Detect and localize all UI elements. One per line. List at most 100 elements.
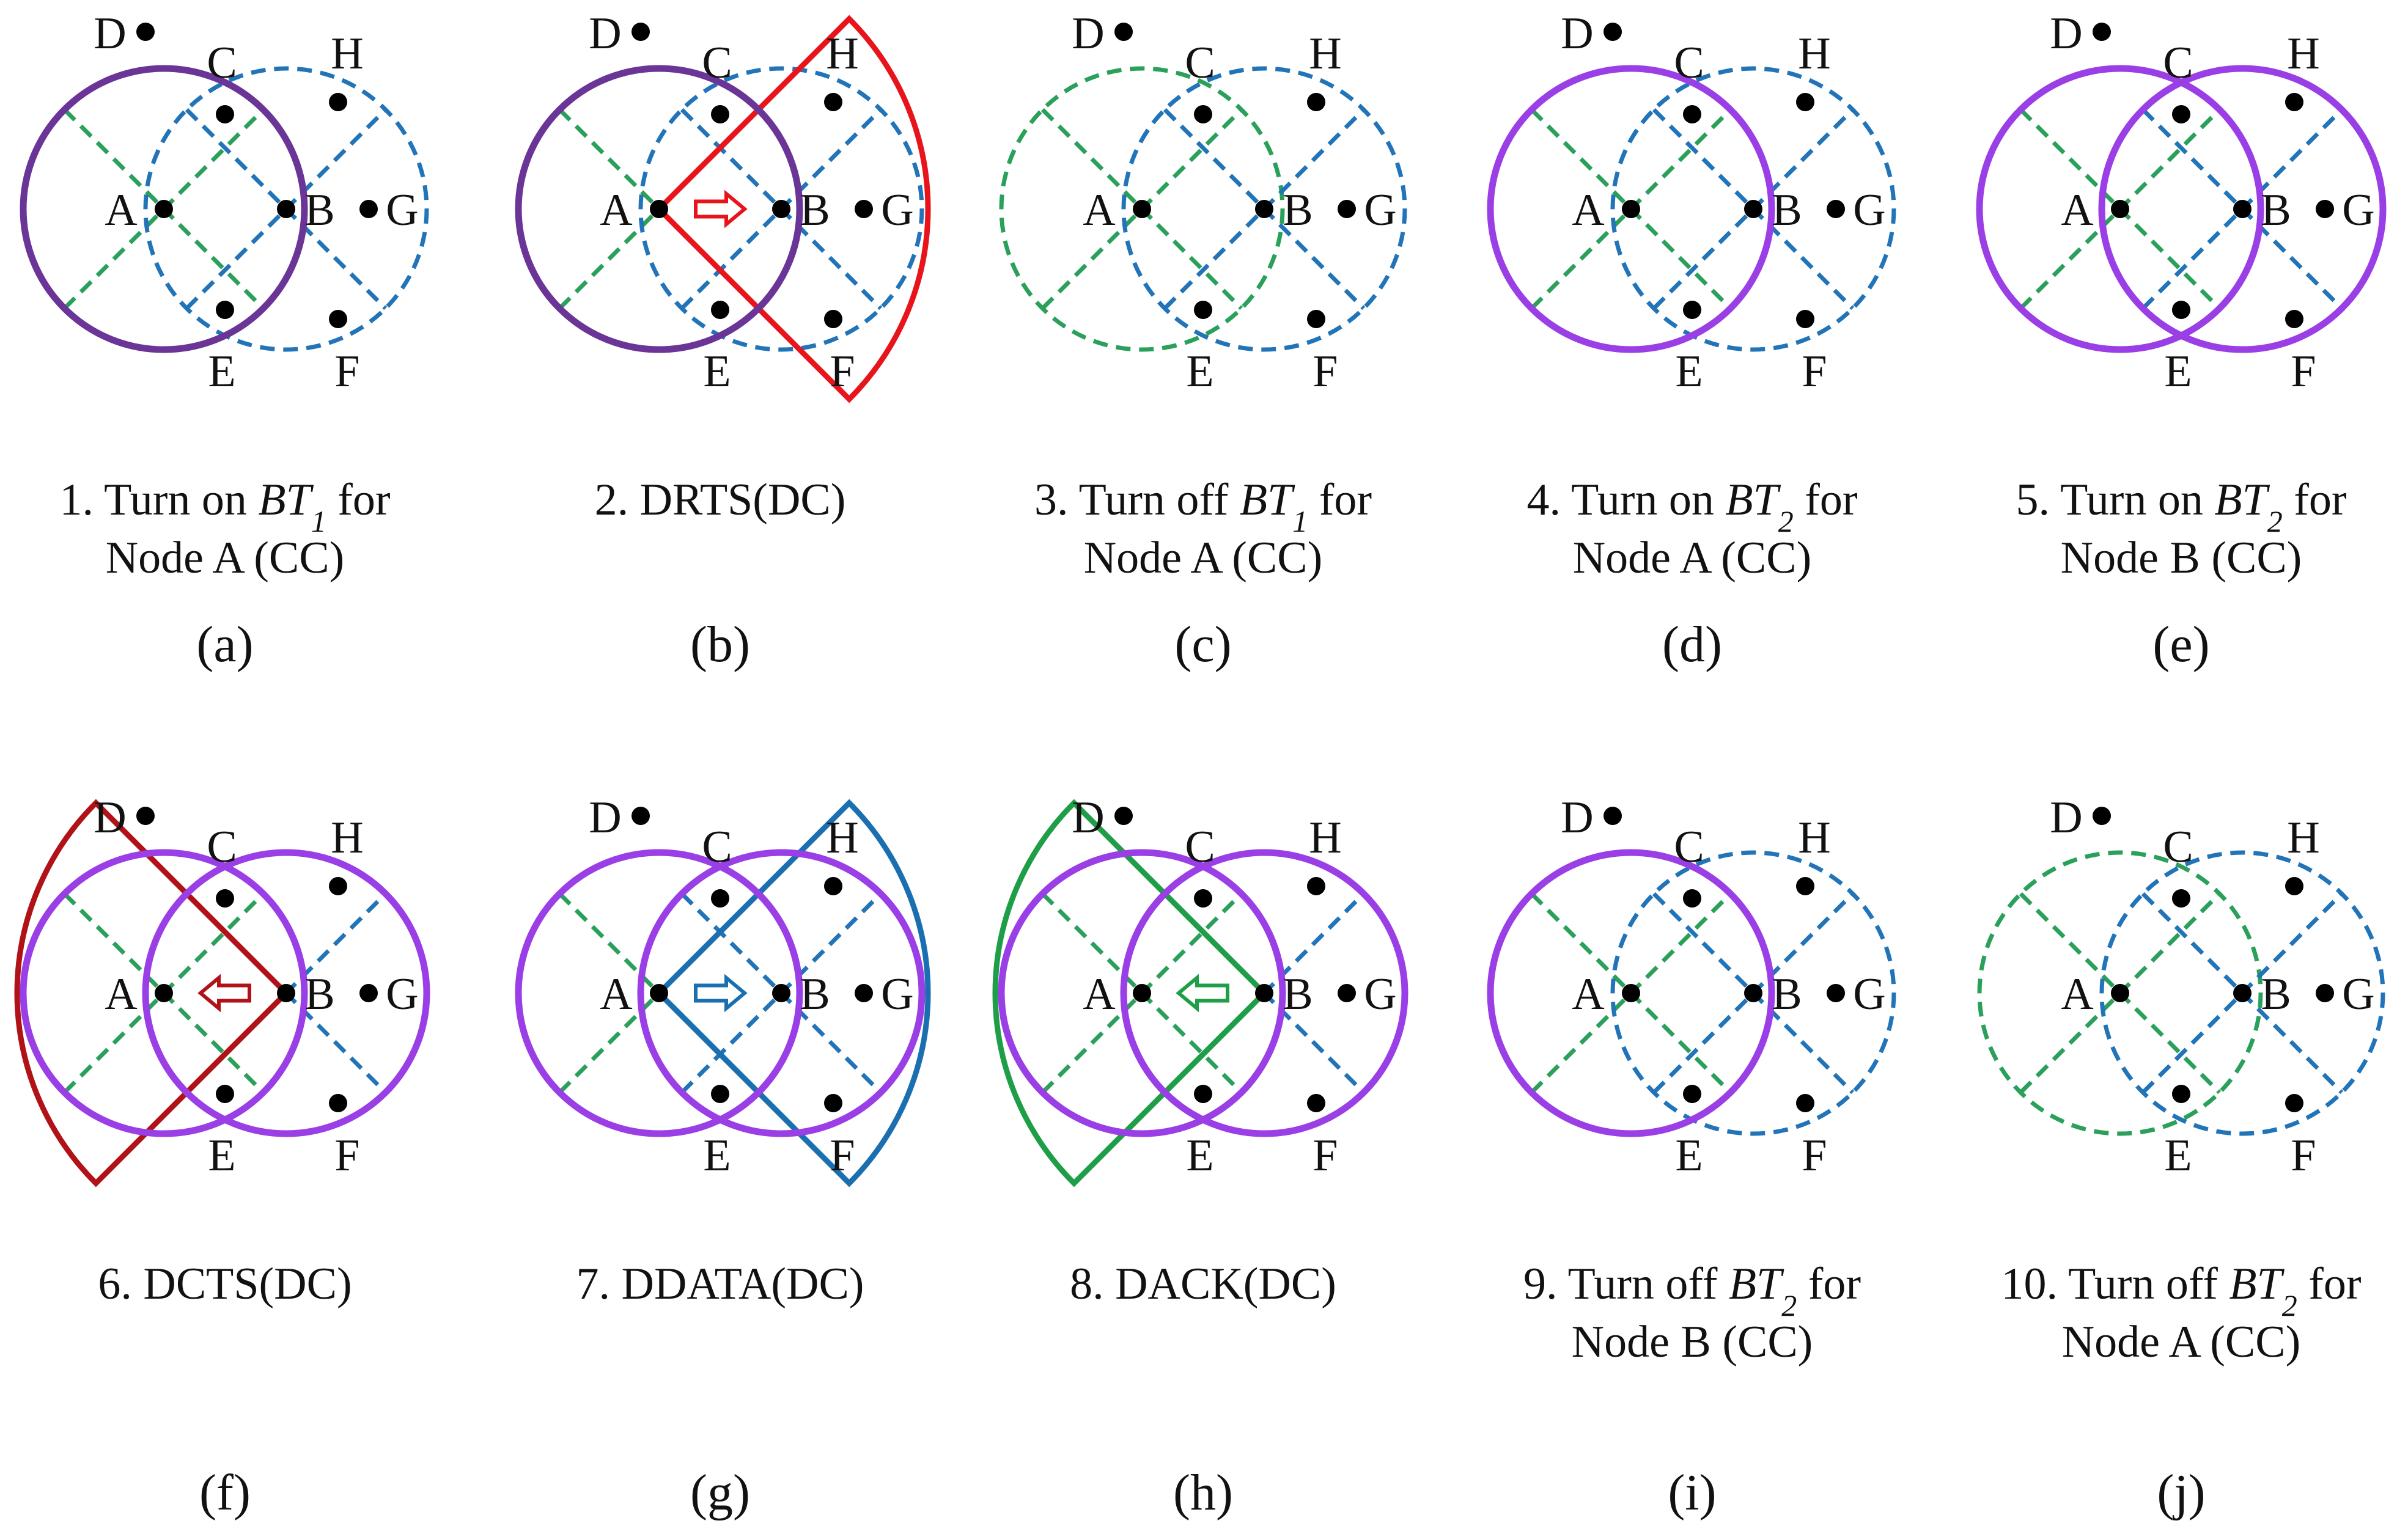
- node-A: [2111, 984, 2129, 1002]
- node-A: [1622, 200, 1640, 218]
- label-E: E: [208, 347, 235, 397]
- caption-seg: 2: [2282, 1288, 2297, 1322]
- node-G: [1827, 200, 1845, 218]
- label-E: E: [2164, 347, 2192, 397]
- label-B: B: [2261, 969, 2291, 1019]
- label-D: D: [2050, 9, 2082, 59]
- caption-line2: Node B (CC): [2061, 533, 2302, 583]
- node-G: [855, 984, 873, 1002]
- label-G: G: [1853, 185, 1885, 235]
- node-B: [1255, 984, 1273, 1002]
- label-H: H: [1798, 29, 1830, 79]
- caption-seg: for: [1794, 475, 1858, 525]
- label-G: G: [1364, 185, 1396, 235]
- panel-letter: (g): [690, 1464, 750, 1521]
- label-C: C: [1674, 822, 1704, 872]
- node-C: [1194, 105, 1212, 123]
- dashed-circle-B: [143, 66, 429, 352]
- label-D: D: [2050, 793, 2082, 843]
- label-H: H: [826, 813, 858, 863]
- label-A: A: [600, 969, 632, 1019]
- node-C: [1194, 889, 1212, 908]
- label-F: F: [2291, 347, 2316, 397]
- node-D: [631, 23, 650, 41]
- node-D: [1603, 807, 1622, 825]
- label-C: C: [702, 822, 732, 872]
- label-F: F: [334, 1131, 359, 1181]
- node-G: [2316, 200, 2334, 218]
- caption-line2: Node A (CC): [1573, 533, 1812, 583]
- node-A: [1622, 984, 1640, 1002]
- node-E: [216, 1085, 234, 1103]
- node-H: [1796, 93, 1814, 111]
- caption-seg: 9. Turn off: [1523, 1259, 1729, 1309]
- caption-line2: Node B (CC): [1572, 1317, 1813, 1367]
- node-C: [2172, 889, 2190, 908]
- node-C: [1683, 889, 1701, 908]
- solid-circle-A: [20, 65, 308, 353]
- label-G: G: [2342, 969, 2374, 1019]
- label-B: B: [1772, 185, 1802, 235]
- label-G: G: [881, 969, 913, 1019]
- node-B: [2233, 200, 2252, 218]
- node-F: [329, 310, 347, 328]
- label-B: B: [1772, 969, 1802, 1019]
- label-C: C: [1674, 38, 1704, 88]
- caption-line1: 4. Turn on BT2 for: [1526, 475, 1857, 538]
- caption-line1: 7. DDATA(DC): [576, 1259, 864, 1309]
- label-B: B: [800, 185, 830, 235]
- caption-seg: for: [1797, 1259, 1861, 1309]
- caption-line2: Node A (CC): [2062, 1317, 2301, 1367]
- solid-circle-A: [515, 65, 803, 353]
- label-F: F: [334, 347, 359, 397]
- caption-seg: BT: [1729, 1259, 1784, 1309]
- node-D: [1603, 23, 1622, 41]
- dashed-circle-A: [999, 66, 1285, 352]
- label-E: E: [2164, 1131, 2192, 1181]
- label-A: A: [105, 185, 137, 235]
- node-B: [277, 200, 295, 218]
- node-D: [1114, 23, 1133, 41]
- dashed-circle-B: [1610, 66, 1896, 352]
- node-B: [772, 200, 790, 218]
- node-A: [650, 984, 668, 1002]
- node-D: [136, 23, 155, 41]
- label-G: G: [386, 185, 418, 235]
- label-H: H: [2287, 813, 2319, 863]
- solid-circle-A: [1976, 65, 2264, 353]
- panel-letter: (f): [199, 1464, 251, 1521]
- node-G: [2316, 984, 2334, 1002]
- caption-seg: 2: [2267, 504, 2283, 538]
- panel-letter: (h): [1173, 1464, 1233, 1521]
- label-F: F: [1313, 347, 1338, 397]
- node-E: [1683, 1085, 1701, 1103]
- label-E: E: [1675, 347, 1703, 397]
- caption-seg: for: [1308, 475, 1372, 525]
- solid-circle-A: [515, 849, 803, 1137]
- caption-seg: for: [2283, 475, 2347, 525]
- node-G: [359, 984, 378, 1002]
- node-B: [1255, 200, 1273, 218]
- label-A: A: [2061, 185, 2093, 235]
- node-G: [1338, 200, 1356, 218]
- caption-line1: 10. Turn off BT2 for: [2001, 1259, 2361, 1322]
- label-H: H: [1309, 29, 1341, 79]
- label-C: C: [1185, 822, 1215, 872]
- caption-line1: 3. Turn off BT1 for: [1034, 475, 1372, 538]
- dashed-circle-B: [1121, 66, 1407, 352]
- node-D: [631, 807, 650, 825]
- solid-circle-A: [1487, 65, 1775, 353]
- caption-line1: 6. DCTS(DC): [98, 1259, 352, 1309]
- label-G: G: [386, 969, 418, 1019]
- panel-letter: (b): [690, 616, 750, 673]
- solid-circle-B: [2098, 65, 2387, 353]
- label-B: B: [2261, 185, 2291, 235]
- solid-circle-B: [1120, 849, 1408, 1137]
- node-C: [711, 105, 729, 123]
- node-B: [1744, 984, 1762, 1002]
- label-H: H: [826, 29, 858, 79]
- label-B: B: [800, 969, 830, 1019]
